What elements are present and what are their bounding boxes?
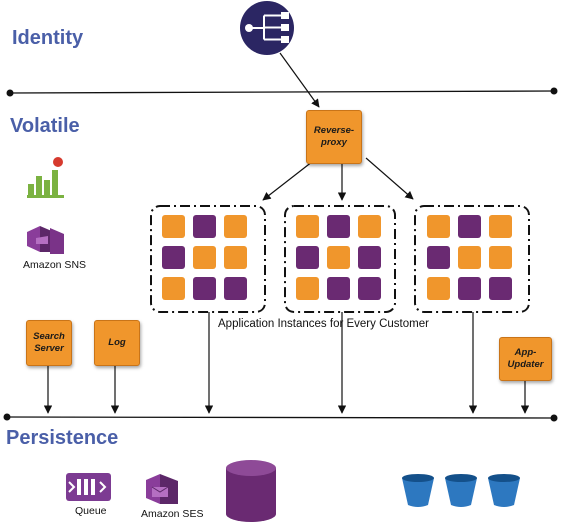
identity-network-icon [240, 1, 294, 55]
database-cylinder-icon [226, 460, 276, 522]
instance-group-frame [414, 205, 530, 313]
app-instance-tile-orange [489, 246, 512, 269]
app-instances-caption: Application Instances for Every Customer [218, 318, 429, 330]
volatile-persistence-separator [3, 413, 558, 422]
app-instance-tile-orange [427, 215, 450, 238]
bar-chart-alert-icon [27, 157, 64, 198]
search-server-node: Search Server [26, 320, 72, 366]
app-instance-tile-purple [193, 277, 216, 300]
app-instance-tile-orange [296, 215, 319, 238]
app-instance-tile-orange [162, 277, 185, 300]
app-instance-tile-orange [327, 246, 350, 269]
log-node: Log [94, 320, 140, 366]
queue-caption: Queue [75, 505, 107, 517]
app-instance-tile-purple [458, 277, 481, 300]
app-instance-tile-purple [296, 246, 319, 269]
app-instance-tile-orange [296, 277, 319, 300]
queue-icon [66, 473, 111, 501]
app-instance-tile-purple [458, 215, 481, 238]
app-instance-tile-orange [162, 215, 185, 238]
reverse-proxy-label: Reverse- proxy [313, 125, 355, 148]
app-updater-node: App- Updater [499, 337, 552, 381]
app-updater-label: App- Updater [507, 347, 544, 370]
app-instance-tile-orange [489, 215, 512, 238]
app-instance-tile-purple [489, 277, 512, 300]
layer-label-identity: Identity [12, 27, 84, 49]
app-instance-tile-purple [358, 246, 381, 269]
log-label: Log [108, 337, 126, 349]
app-instance-tile-orange [358, 215, 381, 238]
storage-bucket-icon [488, 474, 520, 507]
storage-buckets [402, 474, 520, 507]
amazon-ses-caption: Amazon SES [141, 508, 204, 520]
instance-group-frame [150, 205, 266, 313]
amazon-sns-icon [27, 226, 64, 254]
app-instance-tile-purple [162, 246, 185, 269]
search-server-label: Search Server [33, 331, 65, 354]
layer-label-persistence: Persistence [6, 427, 119, 449]
app-instance-tile-purple [327, 277, 350, 300]
amazon-ses-icon [146, 474, 178, 504]
application-instance-groups [150, 205, 530, 313]
app-instance-tile-orange [427, 277, 450, 300]
app-instance-tile-orange [193, 246, 216, 269]
amazon-sns-caption: Amazon SNS [23, 259, 87, 271]
reverse-proxy-node: Reverse- proxy [306, 110, 362, 164]
app-instance-tile-purple [193, 215, 216, 238]
app-instance-tile-orange [224, 246, 247, 269]
storage-bucket-icon [445, 474, 477, 507]
storage-bucket-icon [402, 474, 434, 507]
app-instance-tile-purple [427, 246, 450, 269]
app-instance-tile-purple [327, 215, 350, 238]
connectors [43, 52, 530, 414]
instance-group-frame [284, 205, 396, 313]
app-instance-tile-purple [358, 277, 381, 300]
app-instance-tile-orange [458, 246, 481, 269]
app-instance-tile-purple [224, 277, 247, 300]
layer-label-volatile: Volatile [10, 115, 80, 137]
identity-volatile-separator [6, 87, 558, 97]
app-instance-tile-orange [224, 215, 247, 238]
